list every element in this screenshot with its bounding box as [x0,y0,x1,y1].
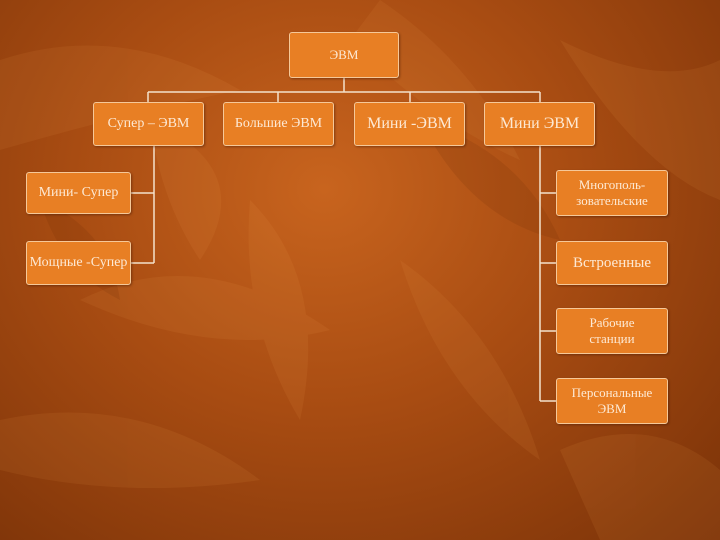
node-workstations: Рабочие станции [556,308,668,354]
node-multiuser: Многополь- зовательские [556,170,668,216]
node-mini-computers-2: Мини ЭВМ [484,102,595,146]
node-mainframes: Большие ЭВМ [223,102,334,146]
node-super-computers: Супер – ЭВМ [93,102,204,146]
node-mini-computers-1: Мини -ЭВМ [354,102,465,146]
root-node: ЭВМ [289,32,399,78]
node-embedded: Встроенные [556,241,668,285]
node-personal: Персональные ЭВМ [556,378,668,424]
node-mini-super: Мини- Супер [26,172,131,214]
node-powerful-super: Мощные -Супер [26,241,131,285]
